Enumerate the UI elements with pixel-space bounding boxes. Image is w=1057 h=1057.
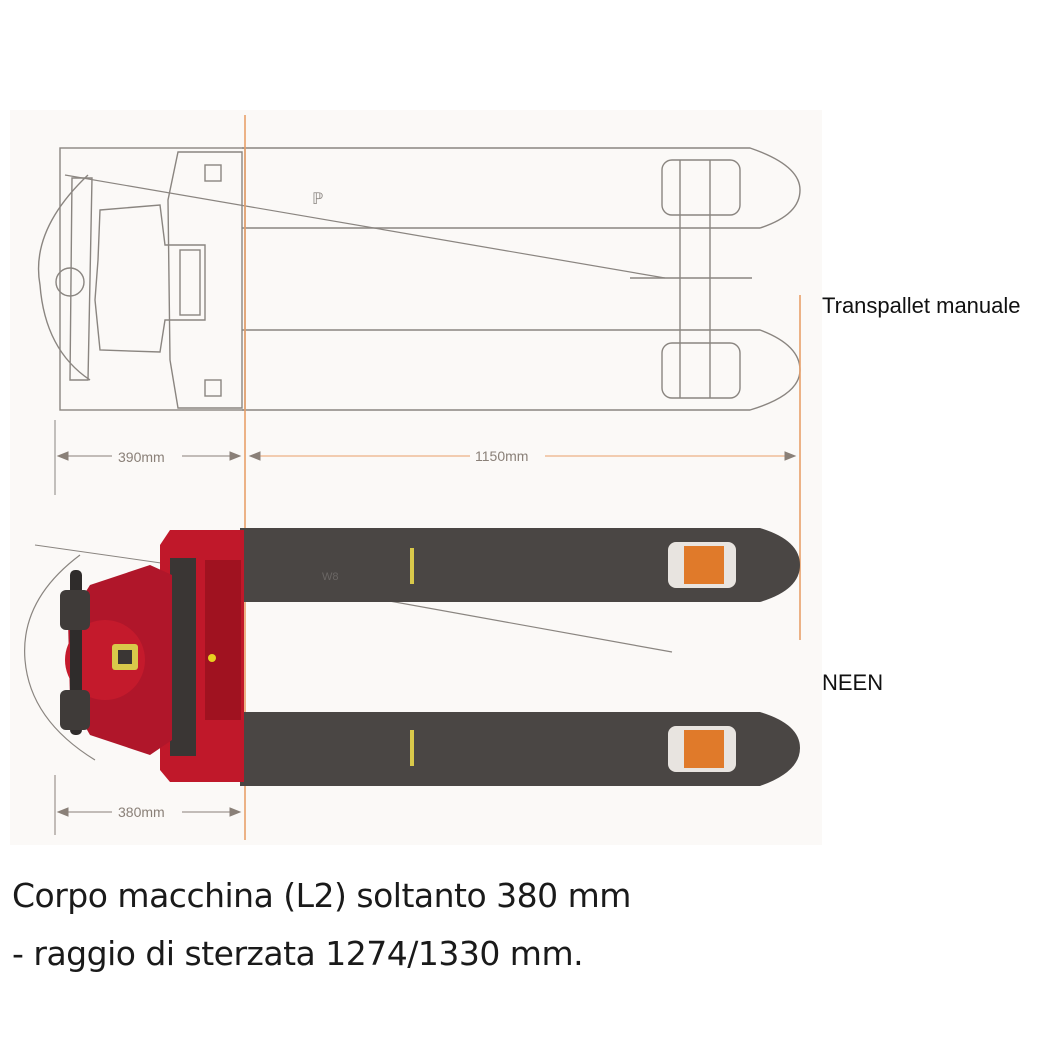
neen-roller-bottom-core: [684, 730, 724, 768]
manual-roller-bottom: [661, 342, 741, 399]
neen-truck-label: NEEN: [822, 670, 884, 695]
neen-body-dimension: 380mm: [118, 804, 165, 820]
manual-body-plate: [167, 151, 243, 409]
caption-body-length: Corpo macchina (L2) soltanto 380 mm: [12, 876, 631, 915]
manual-bolt-bottom: [204, 379, 222, 397]
neen-pallet-truck-drawing: W8: [24, 528, 800, 786]
manual-weight-symbol: ℙ: [312, 191, 323, 208]
neen-fork-marker-bottom: [410, 730, 414, 766]
neen-fork-marker-top: [410, 548, 414, 584]
neen-fork-lower: [240, 712, 800, 786]
manual-fork-dimension: 1150mm: [475, 448, 528, 464]
neen-steering-arc: [24, 554, 96, 761]
manual-pump-block: [179, 249, 201, 316]
manual-tiller-arc: [37, 174, 91, 381]
neen-diagonal-top: [34, 544, 176, 566]
neen-body-panel: [205, 560, 241, 720]
neen-roller-top-core: [684, 546, 724, 584]
manual-bolt-top: [204, 164, 222, 182]
manual-diagonal: [64, 174, 666, 279]
neen-steer-wheel: [65, 620, 145, 700]
neen-handle-grip-lower: [60, 690, 90, 730]
manual-body-dimension: 390mm: [118, 449, 165, 465]
manual-truck-label: Transpallet manuale: [822, 293, 1021, 318]
neen-body-dot: [208, 654, 216, 662]
neen-handle-grip: [60, 590, 90, 630]
neen-frame-bar: [170, 558, 196, 756]
manual-pump-unit: [94, 204, 206, 353]
manual-pump-wheel: [55, 267, 85, 297]
manual-fork-upper: [242, 147, 801, 229]
neen-dimension-lines: [54, 775, 242, 835]
neen-control-knob-inner: [118, 650, 132, 664]
caption-steering-radius: - raggio di sterzata 1274/1330 mm.: [12, 934, 584, 973]
manual-roller-top: [661, 159, 741, 216]
manual-dimension-lines: [56, 451, 797, 461]
neen-fork-upper: [240, 528, 800, 602]
neen-fork-mark: W8: [322, 571, 339, 583]
